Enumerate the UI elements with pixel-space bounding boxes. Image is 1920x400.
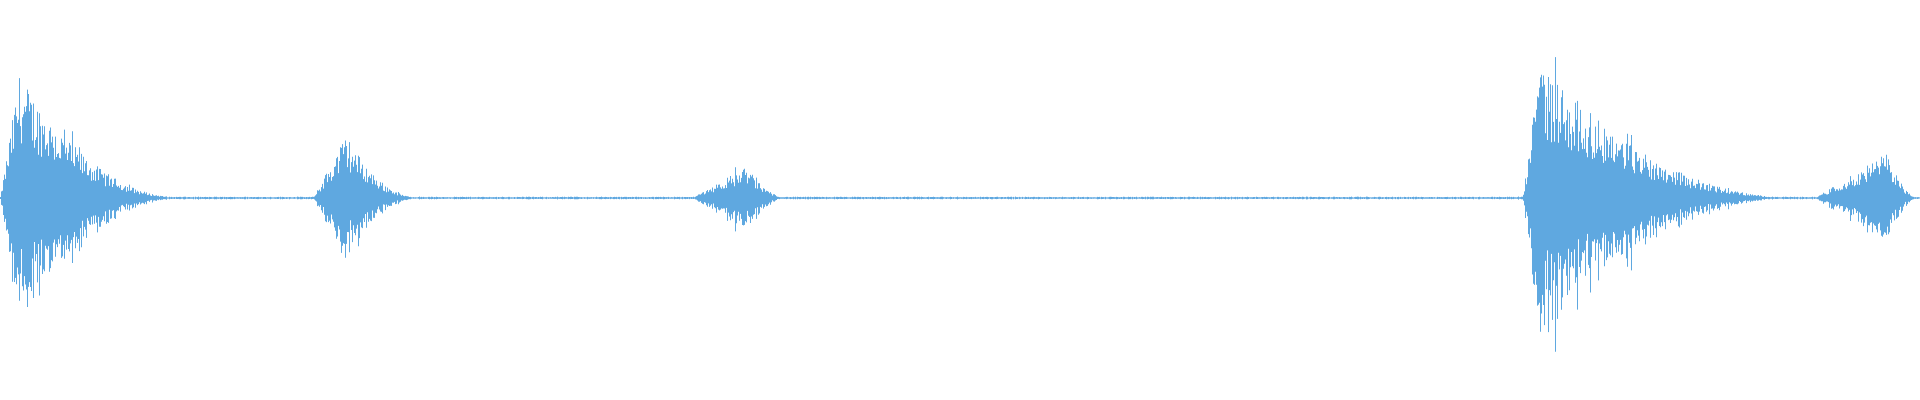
waveform-signal — [0, 57, 1920, 352]
